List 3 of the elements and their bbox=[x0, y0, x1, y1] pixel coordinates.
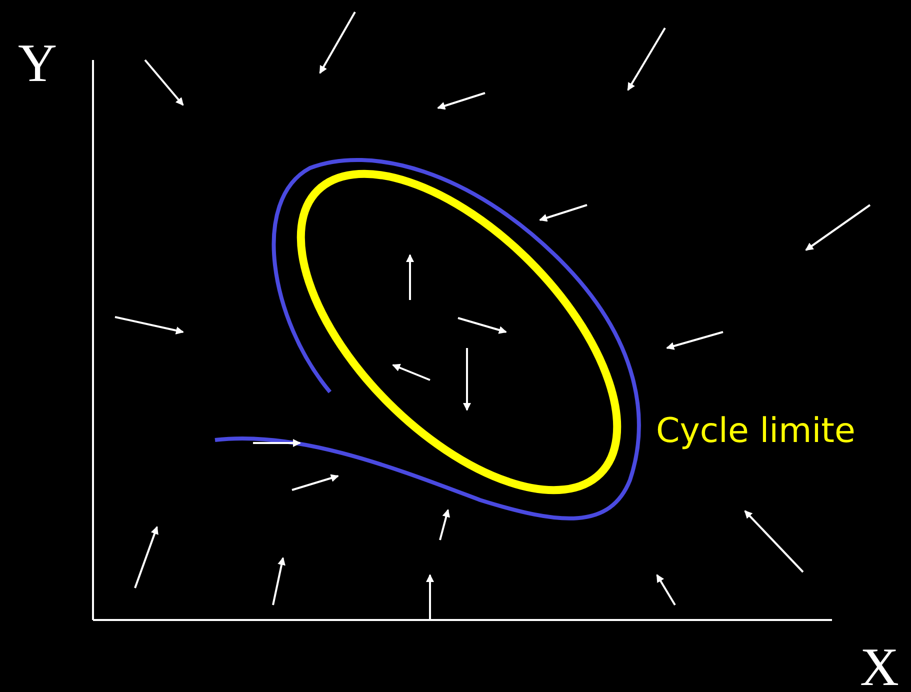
curve-label: Cycle limite bbox=[656, 414, 856, 448]
axis-label: X bbox=[860, 640, 899, 692]
axis-label: Y bbox=[18, 36, 57, 90]
